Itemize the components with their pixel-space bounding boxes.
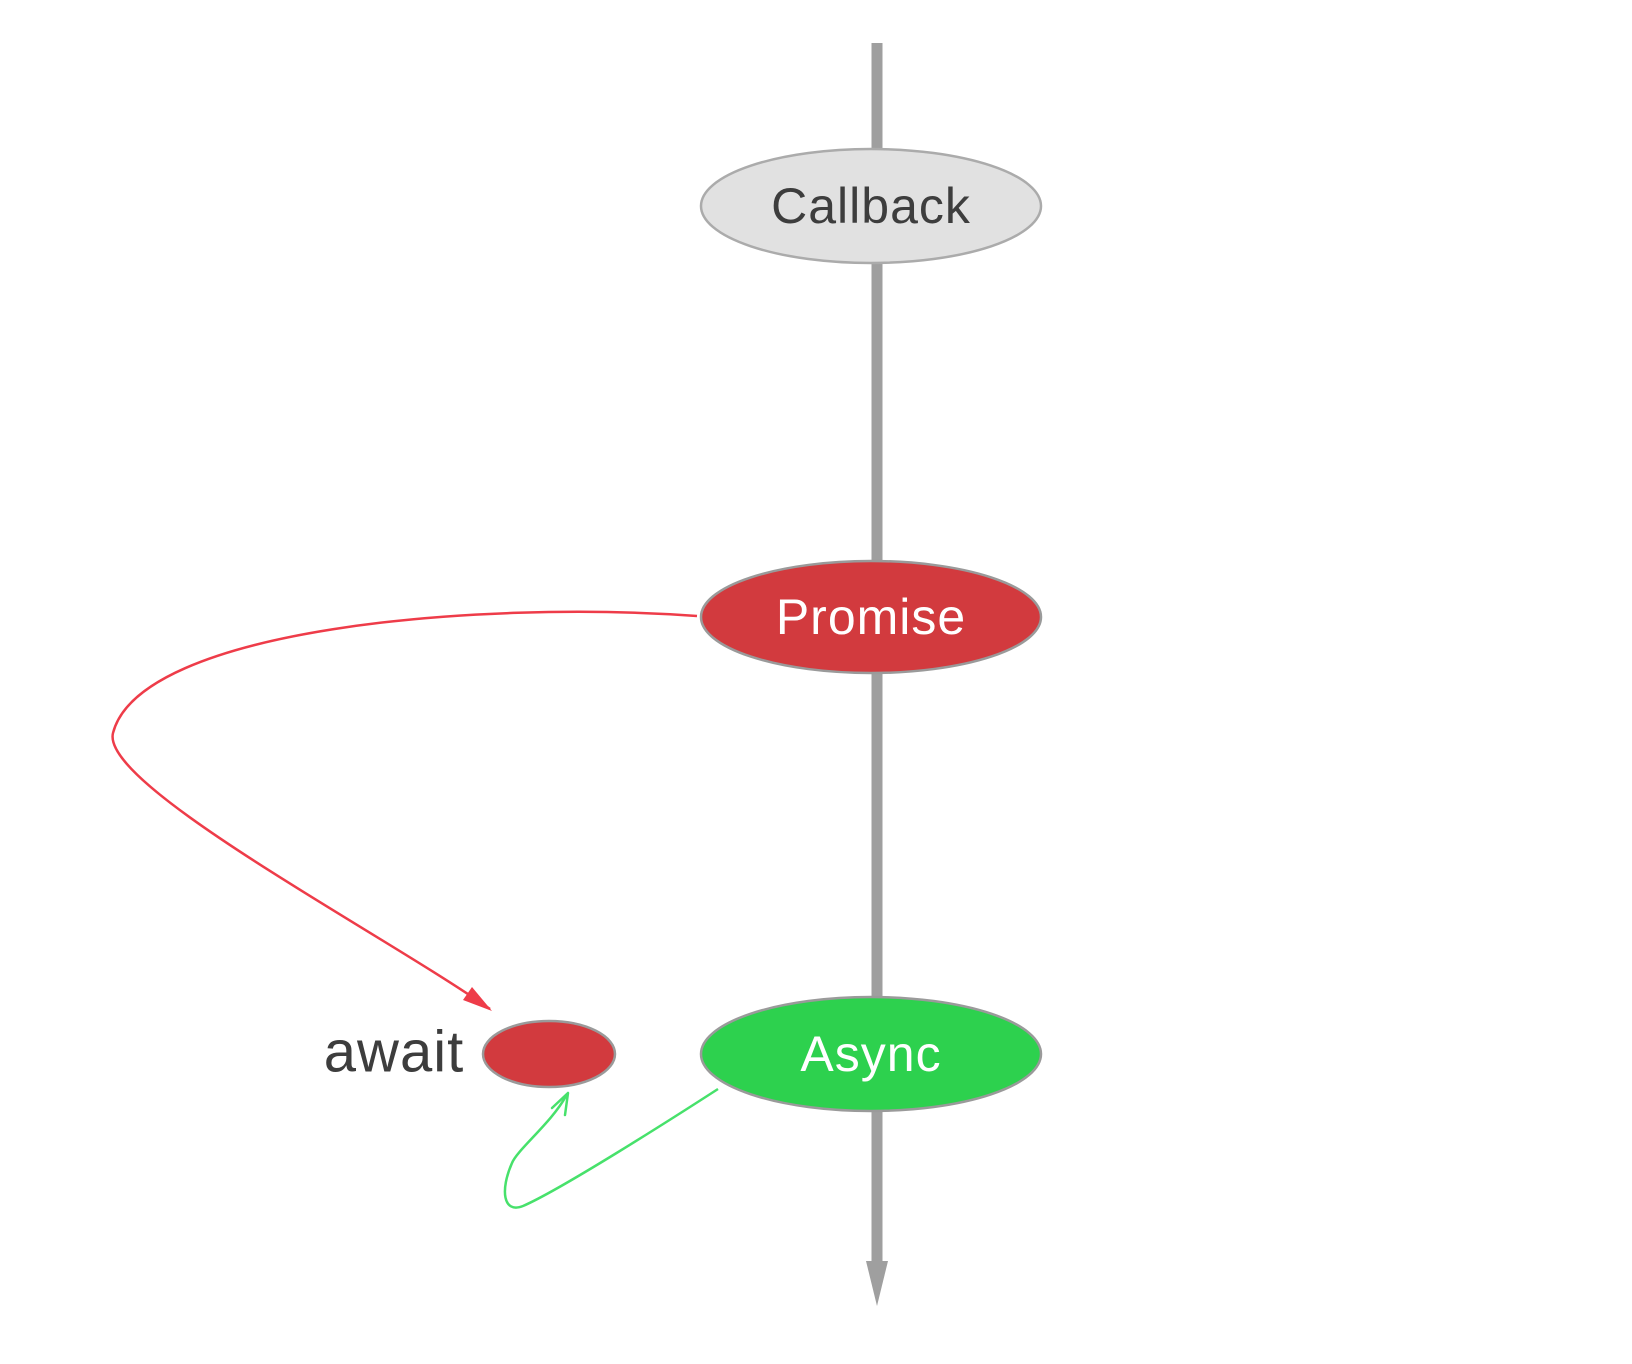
node-async — [699, 995, 1043, 1113]
node-callback — [699, 147, 1043, 265]
timeline-arrowhead-icon — [866, 1261, 888, 1306]
edge-promise-to-await — [111, 610, 698, 1011]
node-promise-label: Promise — [776, 589, 966, 645]
edge-promise-arrowhead-icon — [463, 987, 492, 1011]
edge-async-arrowhead-icon — [550, 1091, 570, 1117]
node-await-dot — [481, 1019, 617, 1089]
edge-async-to-await — [503, 1087, 719, 1209]
node-callback-label: Callback — [771, 178, 971, 234]
node-async-label: Async — [800, 1026, 941, 1082]
node-promise — [699, 559, 1043, 675]
await-label: await — [324, 1020, 464, 1085]
